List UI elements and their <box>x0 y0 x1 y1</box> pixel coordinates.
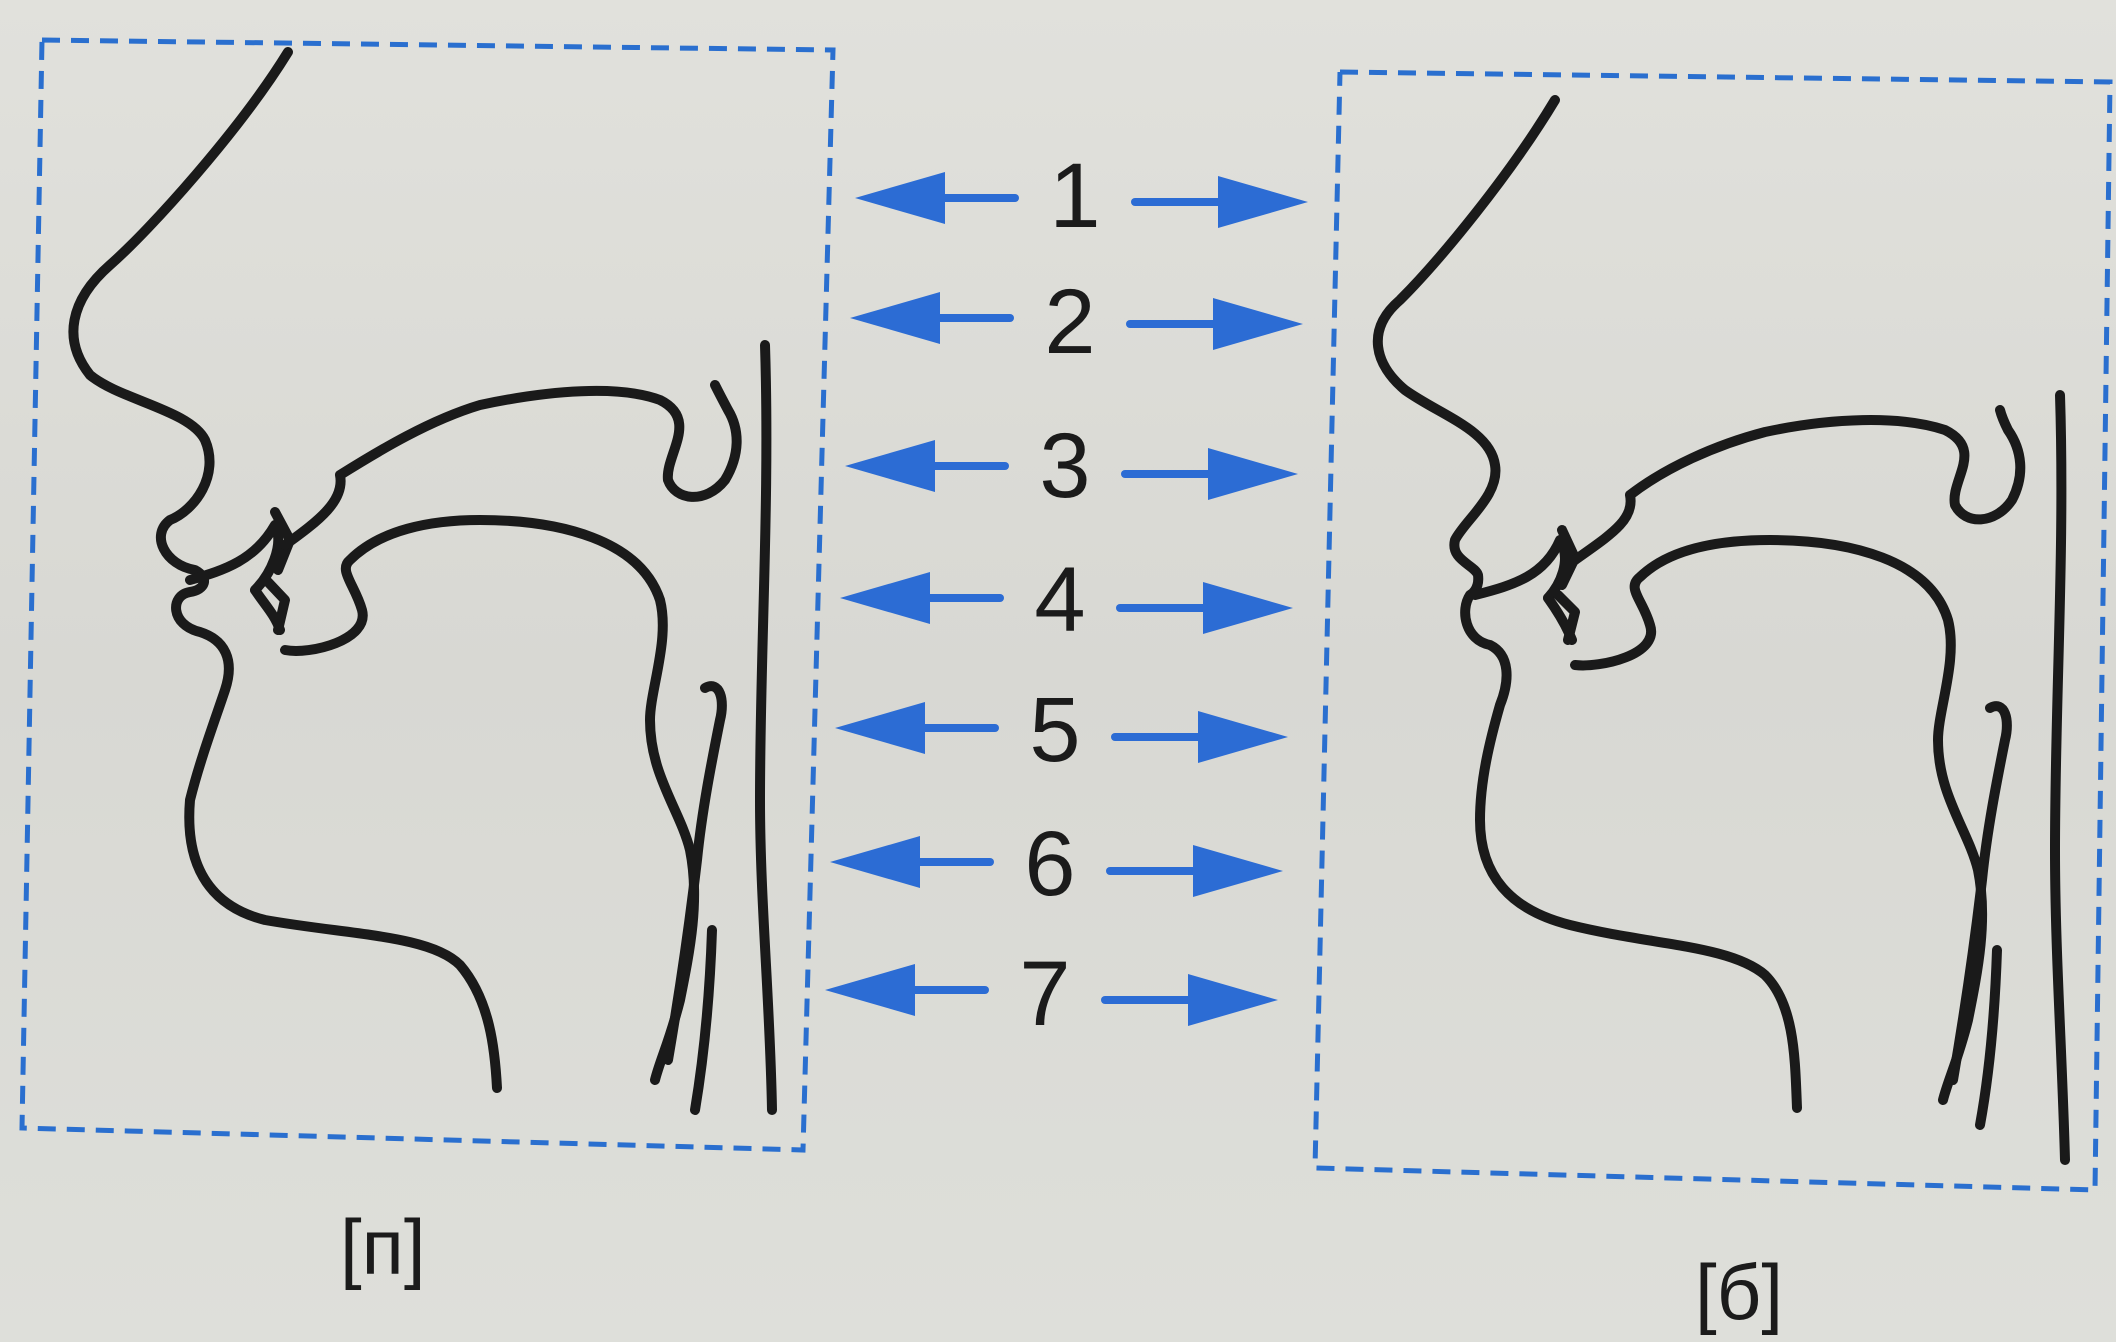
label-number-1: 1 <box>1035 150 1115 242</box>
right-profile <box>1378 100 2065 1160</box>
arrow-left-head-3 <box>845 440 935 492</box>
right-caption: [б] <box>1695 1250 1783 1334</box>
left-epiglottis <box>668 686 722 1060</box>
arrow-right-head-2 <box>1213 298 1303 350</box>
label-number-4: 4 <box>1020 554 1100 646</box>
left-caption: [п] <box>340 1205 426 1289</box>
label-number-7: 7 <box>1005 948 1085 1040</box>
arrow-right-head-7 <box>1188 974 1278 1026</box>
arrow-left-head-6 <box>830 836 920 888</box>
arrow-right-head-1 <box>1218 176 1308 228</box>
arrow-left-head-5 <box>835 702 925 754</box>
right-epiglottis <box>1953 706 2007 1080</box>
right-upper-lip <box>1475 540 1565 598</box>
label-number-6: 6 <box>1010 818 1090 910</box>
left-profile <box>73 52 772 1110</box>
right-tongue <box>1575 540 1982 1100</box>
right-face-contour <box>1378 100 1797 1108</box>
arrow-left-head-7 <box>825 964 915 1016</box>
arrow-right-head-5 <box>1198 711 1288 763</box>
arrow-right-head-6 <box>1193 845 1283 897</box>
left-face-contour <box>73 52 497 1088</box>
right-larynx <box>1980 950 1997 1125</box>
label-number-3: 3 <box>1025 420 1105 512</box>
arrow-left-head-2 <box>850 292 940 344</box>
right-pharynx-wall <box>2055 395 2065 1160</box>
left-tongue <box>285 520 694 1080</box>
arrow-right-head-4 <box>1203 582 1293 634</box>
label-number-5: 5 <box>1015 684 1095 776</box>
left-pharynx-wall <box>760 345 772 1110</box>
arrow-left-head-4 <box>840 572 930 624</box>
arrow-left-head-1 <box>855 172 945 224</box>
label-number-2: 2 <box>1030 276 1110 368</box>
arrow-right-head-3 <box>1208 448 1298 500</box>
left-larynx <box>695 930 712 1110</box>
